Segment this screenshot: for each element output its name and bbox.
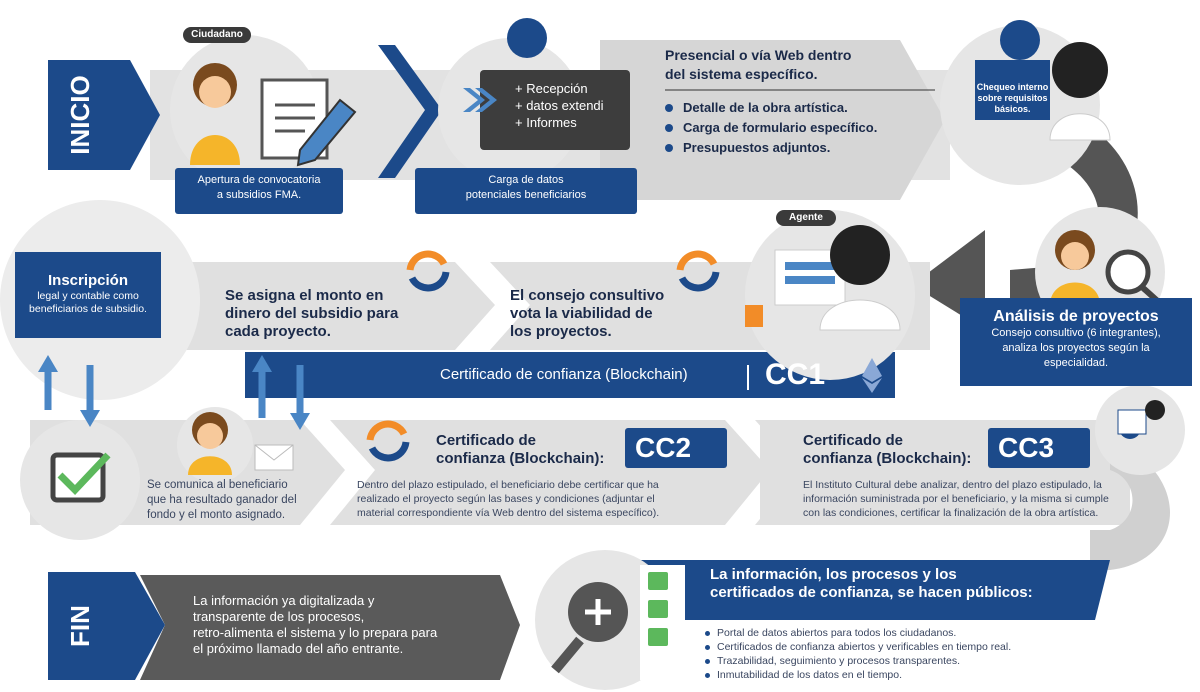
step-carga-line1: Carga de datos [488, 174, 564, 186]
fin-line4: el próximo llamado del año entrante. [193, 641, 404, 656]
cert3-text-line1: El Instituto Cultural debe analizar, den… [803, 479, 1102, 491]
cc2-code: CC2 [635, 432, 692, 463]
fin-line1: La información ya digitalizada y [193, 593, 375, 608]
step-carga-datos: Carga de datos potenciales beneficiarios [415, 168, 637, 214]
publicos-title-line2: certificados de confianza, se hacen públ… [710, 584, 1033, 601]
inicio-label: INICIO [65, 75, 95, 155]
cc1-code: CC1 [765, 358, 826, 391]
cert3-text: El Instituto Cultural debe analizar, den… [803, 478, 1109, 520]
analisis-box: Análisis de proyectos Consejo consultivo… [960, 298, 1192, 386]
publicos-item-2: Certificados de confianza abiertos y ver… [705, 640, 1085, 654]
fin-line3: retro-alimenta el sistema y lo prepara p… [193, 625, 438, 640]
step-carga-line2: potenciales beneficiarios [465, 189, 587, 201]
publicos-item-4: Inmutabilidad de los datos en el tiempo. [705, 668, 1085, 682]
inscripcion-line2: beneficiarios de subsidio. [29, 303, 147, 315]
cert2-text-line1: Dentro del plazo estipulado, el benefici… [357, 479, 659, 491]
inscripcion-box: Inscripción legal y contable como benefi… [15, 252, 161, 338]
cert2-title: Certificado de confianza (Blockchain): [436, 432, 604, 468]
comunica-line2: que ha resultado ganador del [147, 494, 297, 506]
reception-screen-text: + Recepción + datos extendi + Informes [515, 80, 630, 131]
fin-text: La información ya digitalizada y transpa… [193, 593, 437, 657]
step-apertura-line2: a subsidios FMA. [216, 189, 302, 201]
presencial-item-1: Detalle de la obra artística. [665, 98, 945, 118]
publicos-title-line1: La información, los procesos y los [710, 566, 957, 583]
comunica-line1: Se comunica al beneficiario [147, 479, 288, 491]
presencial-list: Detalle de la obra artística. Carga de f… [665, 98, 945, 158]
screen-line-3: + Informes [515, 115, 577, 130]
inscripcion-line1: legal y contable como [37, 290, 139, 302]
consejo-text: El consejo consultivo vota la viabilidad… [510, 287, 664, 341]
analisis-title: Análisis de proyectos [993, 308, 1159, 325]
monto-line2: dinero del subsidio para [225, 305, 399, 322]
cert3-text-line2: información suministrada por el benefici… [803, 493, 1109, 505]
monto-line3: cada proyecto. [225, 323, 331, 340]
cc3-code: CC3 [998, 432, 1055, 463]
cert2-text-line2: realizado el proyecto según las bases y … [357, 493, 655, 505]
consejo-line1: El consejo consultivo [510, 287, 665, 304]
chequeo-text: Chequeo interno sobre requisitos básicos… [975, 82, 1050, 115]
monto-line1: Se asigna el monto en [225, 287, 384, 304]
consejo-line2: vota la viabilidad de [510, 305, 653, 322]
publicos-title: La información, los procesos y los certi… [710, 566, 1033, 602]
step-apertura: Apertura de convocatoria a subsidios FMA… [175, 168, 343, 214]
analisis-line2: analiza los proyectos según la [1002, 342, 1150, 354]
cert3-title-line2: confianza (Blockchain): [803, 450, 972, 467]
comunica-text: Se comunica al beneficiario que ha resul… [147, 478, 297, 523]
ciudadano-pill: Ciudadano [183, 27, 251, 43]
cc3-badge: CC3 [988, 428, 1090, 468]
step-apertura-line1: Apertura de convocatoria [197, 174, 321, 186]
analisis-line3: especialidad. [1043, 357, 1109, 369]
cc2-badge: CC2 [625, 428, 727, 468]
agente-pill: Agente [776, 210, 836, 226]
cert2-text: Dentro del plazo estipulado, el benefici… [357, 478, 659, 520]
chequeo-line1: Chequeo interno [976, 82, 1049, 92]
comunica-line3: fondo y el monto asignado. [147, 509, 286, 521]
presencial-title-line2: del sistema específico. [665, 66, 818, 82]
cc1-banner-text: Certificado de confianza (Blockchain) [440, 366, 688, 383]
cert2-text-line3: material correspondiente vía Web dentro … [357, 507, 660, 519]
analisis-line1: Consejo consultivo (6 integrantes), [991, 327, 1161, 339]
presencial-title-line1: Presencial o vía Web dentro [665, 47, 852, 63]
fin-line2: transparente de los procesos, [193, 609, 365, 624]
presencial-item-2: Carga de formulario específico. [665, 118, 945, 138]
monto-text: Se asigna el monto en dinero del subsidi… [225, 287, 398, 341]
screen-line-2: + datos extendi [515, 98, 604, 113]
cert3-title-line1: Certificado de [803, 432, 904, 449]
chequeo-line3: básicos. [994, 104, 1031, 114]
publicos-item-3: Trazabilidad, seguimiento y procesos tra… [705, 654, 1085, 668]
cert3-title: Certificado de confianza (Blockchain): [803, 432, 971, 468]
cert3-text-line3: con las condiciones, certificar la final… [803, 507, 1099, 519]
screen-line-1: + Recepción [515, 81, 588, 96]
consejo-line3: los proyectos. [510, 323, 612, 340]
presencial-item-3: Presupuestos adjuntos. [665, 138, 945, 158]
cert2-title-line1: Certificado de [436, 432, 537, 449]
inscripcion-title: Inscripción [47, 272, 129, 289]
chequeo-line2: sobre requisitos [977, 93, 1048, 103]
presencial-title: Presencial o vía Web dentro del sistema … [665, 46, 851, 84]
publicos-item-1: Portal de datos abiertos para todos los … [705, 626, 1085, 640]
cert2-title-line2: confianza (Blockchain): [436, 450, 605, 467]
fin-label: FIN [65, 605, 95, 647]
publicos-list: Portal de datos abiertos para todos los … [705, 626, 1085, 682]
